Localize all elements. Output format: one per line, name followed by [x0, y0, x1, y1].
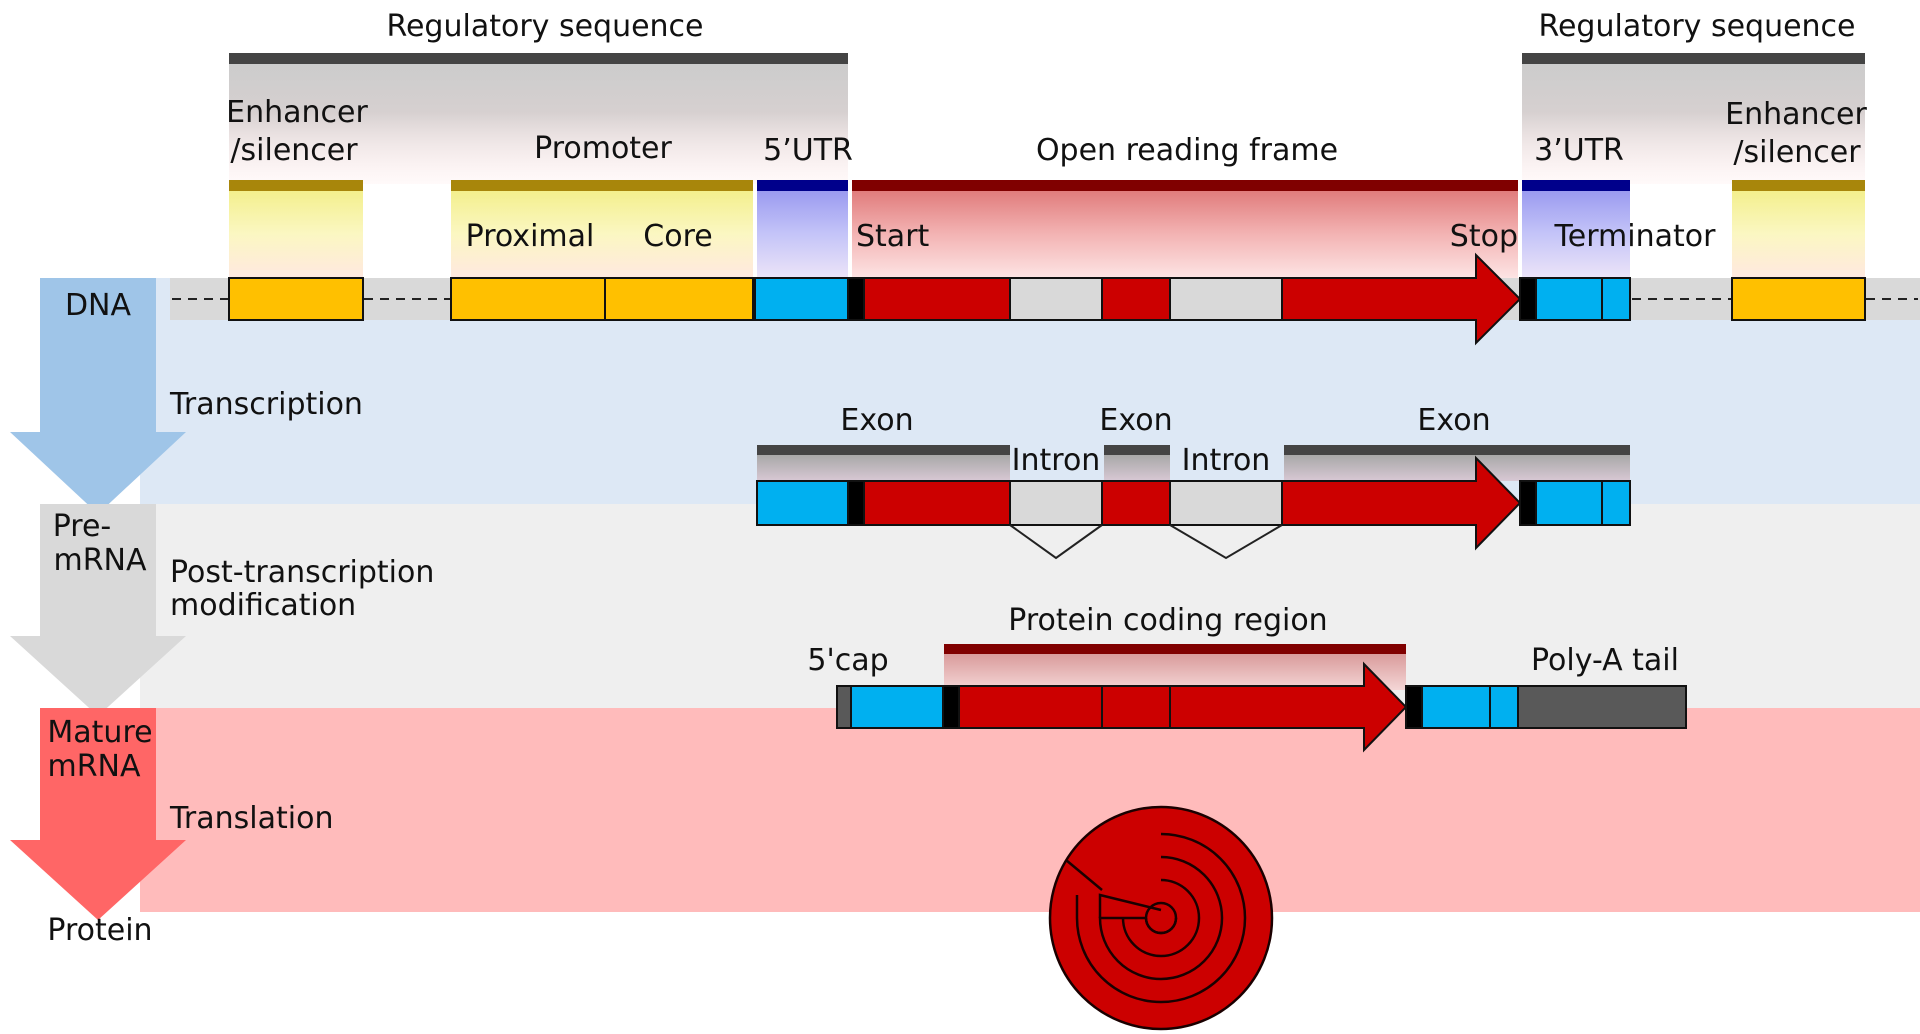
pre-intron1-box: [1009, 480, 1103, 526]
mature-utr3-box: [1421, 685, 1519, 729]
regulatory-right-label: Regulatory sequence: [1538, 9, 1855, 44]
enhancer-right-label-line1: Enhancer: [1725, 97, 1867, 132]
enhancer-right-shade: [1732, 190, 1865, 278]
pre-intron2-box: [1169, 480, 1283, 526]
stop-codon-box: [1519, 277, 1537, 321]
orf-shade: [852, 190, 1518, 278]
stop-label: Stop: [1450, 219, 1518, 254]
process-translation: Translation: [169, 801, 333, 836]
pre-mrna-strand: [756, 455, 1631, 551]
enhancer-left-label-line1: Enhancer: [226, 95, 368, 130]
utr5-label: 5’UTR: [763, 133, 853, 168]
utr5-shade: [757, 190, 848, 278]
utr5-bar: [757, 180, 848, 191]
exon3-label: Exon: [1417, 403, 1490, 438]
utr3-shade: [1522, 190, 1630, 278]
promoter-proximal-box: [450, 277, 606, 321]
pre-exon2-box: [1101, 480, 1171, 526]
intron1-label: Intron: [1012, 443, 1101, 478]
start-codon-box: [847, 277, 865, 321]
transcription-arrow: [10, 278, 186, 514]
utr3-bar: [1522, 180, 1630, 191]
stage-protein: Protein: [47, 913, 152, 948]
stage-dna: DNA: [65, 288, 132, 323]
intron2-label: Intron: [1182, 443, 1271, 478]
exon3-shade: [1284, 455, 1630, 481]
mature-stop-box: [1405, 685, 1423, 729]
mature-mrna-strand: [836, 661, 1687, 753]
stage-mature-line2: mRNA: [47, 749, 141, 784]
regulatory-left-label: Regulatory sequence: [386, 9, 703, 44]
enhancer-right-label-line2: /silencer: [1733, 135, 1861, 170]
enhancer-left-bar: [229, 180, 363, 191]
cap5-label: 5'cap: [807, 643, 888, 678]
exon3-arrow: [1281, 252, 1522, 346]
stage-premrna-line1: Pre-: [53, 509, 112, 544]
intron2-box: [1169, 277, 1283, 321]
polya-label: Poly-A tail: [1531, 643, 1679, 678]
exon2-shade: [1104, 455, 1170, 481]
process-post-line1: Post-transcription: [170, 555, 434, 590]
core-label: Core: [643, 219, 712, 254]
pre-exon3-arrow: [1281, 455, 1522, 551]
exon2-bar: [1104, 445, 1170, 455]
exon2-box: [1101, 277, 1171, 321]
exon1-bar: [757, 445, 1010, 455]
pre-exon1-box: [863, 480, 1011, 526]
splice-lines: [1009, 524, 1283, 560]
translation-arrow: [10, 708, 186, 920]
pre-stop-box: [1519, 480, 1537, 526]
exon2-label: Exon: [1099, 403, 1172, 438]
cap-box: [836, 685, 852, 729]
exon1-label: Exon: [840, 403, 913, 438]
process-post-line2: modification: [170, 588, 356, 623]
regulatory-right-bar: [1522, 53, 1865, 64]
enhancer-right-bar: [1732, 180, 1865, 191]
exon1-shade: [757, 455, 1010, 481]
promoter-core-box: [604, 277, 754, 321]
stage-premrna-line2: mRNA: [53, 543, 147, 578]
protein-coding-shade: [944, 654, 1406, 690]
enhancer-left-label-line2: /silencer: [230, 133, 358, 168]
utr3-label: 3’UTR: [1534, 133, 1624, 168]
exon3-bar: [1284, 445, 1630, 455]
regulatory-right-shade: [1522, 64, 1865, 184]
enhancer-right-box: [1731, 277, 1866, 321]
intron1-box: [1009, 277, 1103, 321]
dna-strand: [228, 252, 1866, 346]
exon1-box: [863, 277, 1011, 321]
post-transcription-arrow: [10, 504, 186, 716]
protein-coding-bar: [944, 644, 1406, 654]
proximal-label: Proximal: [466, 219, 595, 254]
pre-start-box: [847, 480, 865, 526]
regulatory-left-shade: [229, 64, 848, 184]
terminator-label: Terminator: [1554, 219, 1717, 254]
regulatory-left-bar: [229, 53, 848, 64]
start-label: Start: [856, 219, 930, 254]
orf-label: Open reading frame: [1036, 133, 1338, 168]
process-transcription: Transcription: [169, 387, 363, 422]
enhancer-left-shade: [229, 190, 363, 278]
promoter-label: Promoter: [534, 131, 672, 166]
pre-utr5-box: [756, 480, 849, 526]
utr5-box: [754, 277, 849, 321]
mature-coding-arrow: [958, 661, 1408, 753]
polya-tail-box: [1517, 685, 1687, 729]
promoter-shade: [451, 190, 753, 278]
translation-band: [140, 708, 1920, 912]
mature-start-box: [942, 685, 960, 729]
utr3-box: [1535, 277, 1631, 321]
enhancer-left-box: [228, 277, 364, 321]
pre-utr3-box: [1535, 480, 1631, 526]
folded-protein-icon: [1048, 805, 1274, 1031]
stage-mature-line1: Mature: [47, 715, 152, 750]
protein-coding-label: Protein coding region: [1008, 603, 1327, 638]
orf-bar: [852, 180, 1518, 191]
mature-utr5-box: [850, 685, 944, 729]
promoter-bar: [451, 180, 753, 191]
